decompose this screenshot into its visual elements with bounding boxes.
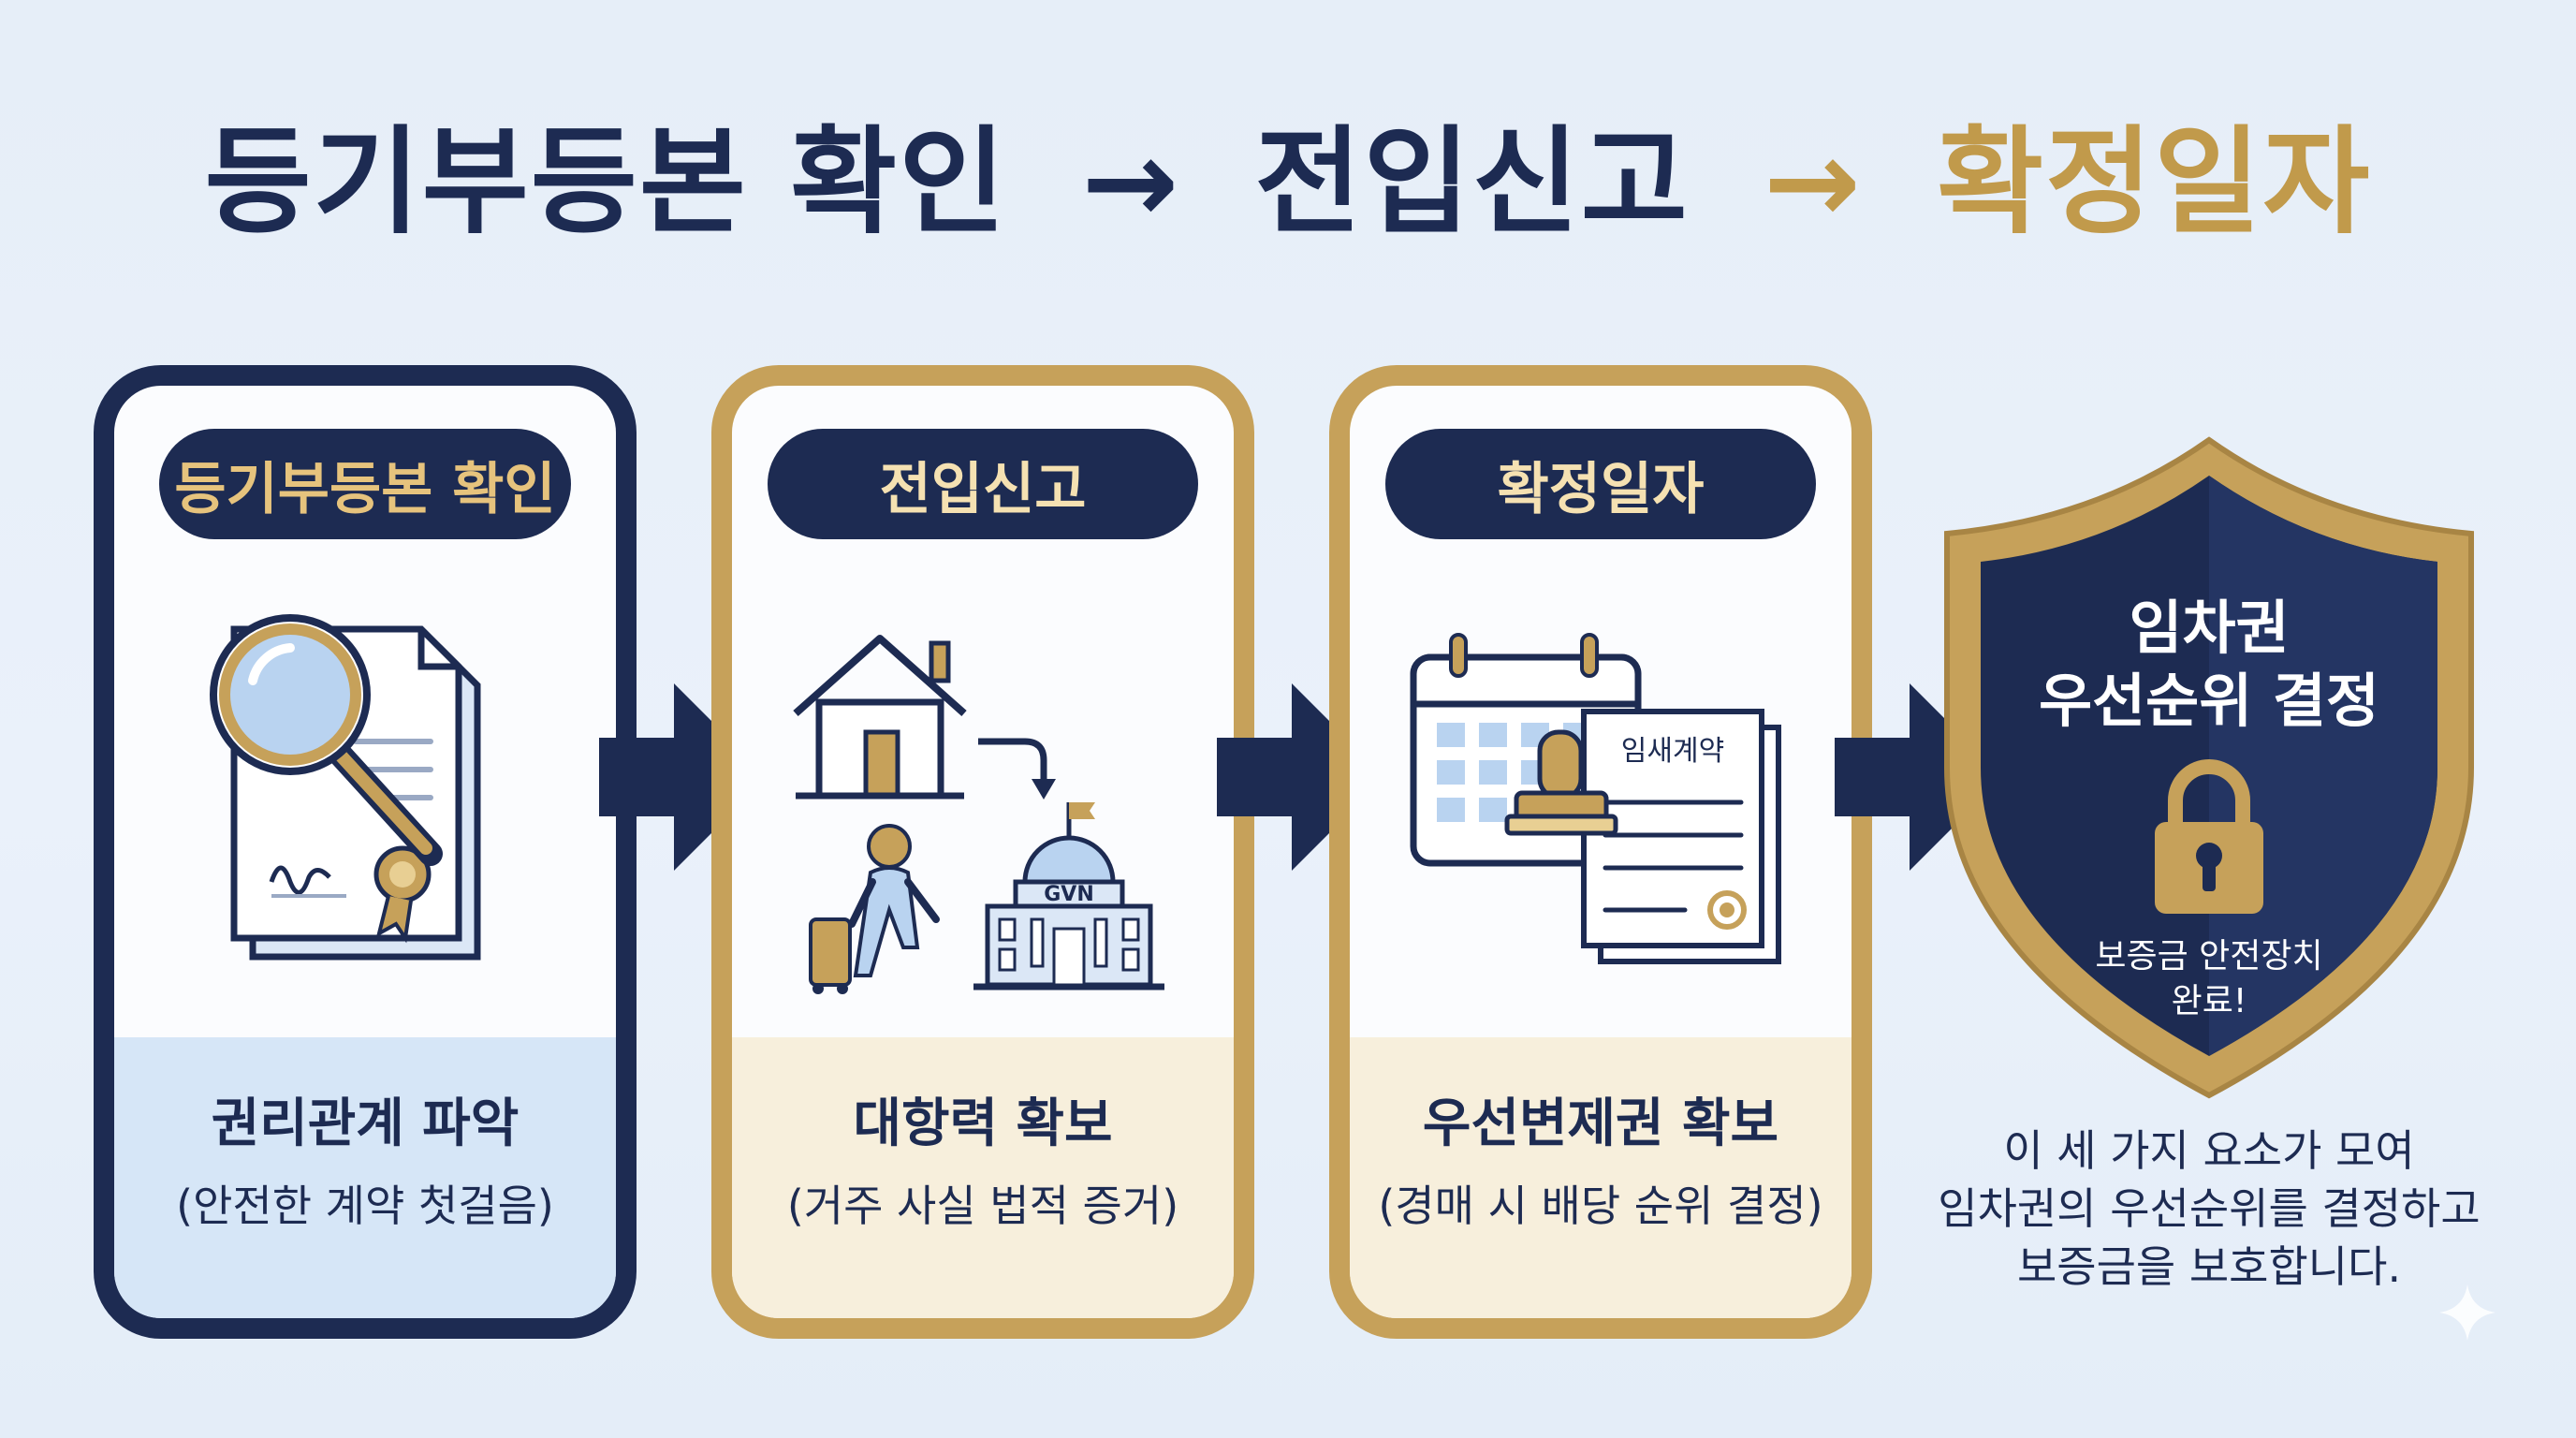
fixed-date-illustration: 임새계약: [1350, 601, 1852, 1041]
summary-caption-line-3: 보증금을 보호합니다.: [2016, 1241, 2402, 1292]
step-card-registry: 등기부등본 확인 권리관계 파악 (안전한 계약 첫걸음): [94, 365, 637, 1339]
shield-note-completed: 완료!: [2171, 982, 2247, 1020]
move-in-illustration: GVN: [732, 601, 1234, 1041]
shield-subtitle: 우선순위 결정: [2039, 667, 2379, 735]
step-pill-label: 전입신고: [879, 456, 1087, 522]
title-step-1: 등기부등본 확인: [204, 115, 1008, 250]
building-sign-label: GVN: [1044, 883, 1094, 906]
summary-caption-line-1: 이 세 가지 요소가 모여: [2003, 1125, 2415, 1176]
document-magnifier-icon: [210, 614, 481, 961]
step-pill-move-in: 전입신고: [768, 429, 1198, 539]
step-pill-label: 확정일자: [1497, 456, 1705, 522]
title-step-3: 확정일자: [1937, 115, 2372, 250]
card-bottom-panel: [1350, 1037, 1852, 1318]
step-card-move-in: 전입신고 GVN: [711, 365, 1254, 1339]
step-pill-registry: 등기부등본 확인: [159, 429, 571, 539]
card-bottom-panel: [114, 1037, 616, 1318]
padlock-icon: [2155, 759, 2263, 914]
security-shield: 임차권 우선순위 결정 보증금 안전장치 완료!: [1928, 431, 2490, 1105]
step-result-title: 권리관계 파악: [211, 1093, 520, 1154]
flow-arrow-1-icon: [599, 683, 768, 871]
step-pill-fixed-date: 확정일자: [1385, 429, 1816, 539]
title-arrow-1: →: [1081, 115, 1181, 250]
registry-document-illustration: [114, 601, 616, 1041]
sparkle-icon: [2439, 1284, 2496, 1341]
step-result-note: (안전한 계약 첫걸음): [176, 1181, 554, 1231]
shield-note: 보증금 안전장치: [2095, 937, 2323, 976]
page-title: 등기부등본 확인 → 전입신고 → 확정일자: [0, 112, 2576, 253]
step-pill-label: 등기부등본 확인: [174, 456, 556, 522]
step-card-fixed-date: 확정일자 임새계약: [1329, 365, 1872, 1339]
shield-title: 임차권: [2129, 594, 2290, 662]
step-result-note: (경매 시 배당 순위 결정): [1378, 1181, 1823, 1231]
flow-arrow-3-icon: [1835, 683, 2003, 871]
contract-document-label: 임새계약: [1621, 735, 1724, 768]
step-result-note: (거주 사실 법적 증거): [786, 1181, 1179, 1231]
step-result-title: 우선변제권 확보: [1422, 1093, 1779, 1154]
step-result-title: 대항력 확보: [853, 1093, 1113, 1154]
house-person-office-icon: GVN: [793, 635, 1164, 994]
summary-caption-line-2: 임차권의 우선순위를 결정하고: [1938, 1183, 2481, 1234]
title-arrow-2: →: [1764, 115, 1863, 250]
title-step-2: 전입신고: [1254, 115, 1690, 250]
calendar-stamp-contract-icon: 임새계약: [1410, 633, 1781, 964]
flow-arrow-2-icon: [1217, 683, 1385, 871]
card-bottom-panel: [732, 1037, 1234, 1318]
